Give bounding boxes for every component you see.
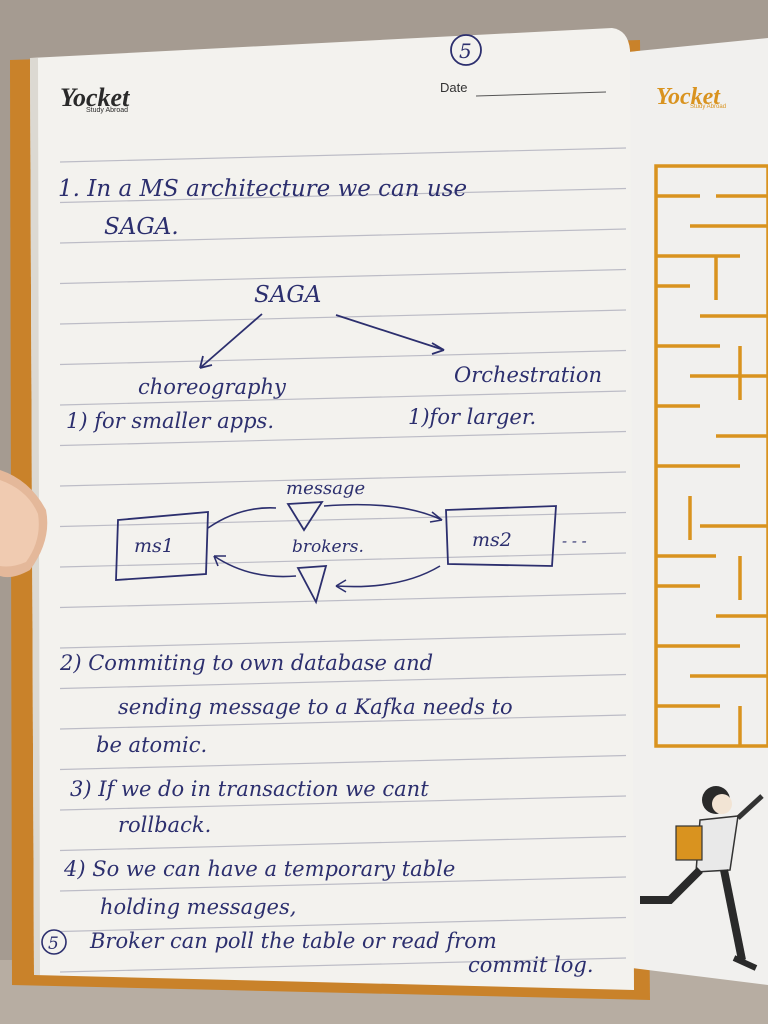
flow-ms1-to-broker — [207, 507, 277, 529]
note-larger: 1)for larger. — [408, 405, 536, 429]
note-5b: commit log. — [468, 953, 594, 977]
arrow-left-head — [199, 355, 213, 369]
note-line-1a: 1. In a MS architecture we can use — [58, 176, 467, 202]
ruled-lines — [59, 147, 627, 973]
right-logo: Yocket — [656, 84, 721, 110]
box-ms2-label: ms2 — [472, 529, 512, 551]
left-logo-sub: Study Abroad — [86, 107, 128, 114]
date-line — [475, 91, 607, 97]
broker-bottom-icon — [296, 565, 328, 605]
branch-orchestration: Orchestration — [454, 363, 602, 387]
arrow-left-branch — [199, 313, 263, 369]
note-smaller-apps: 1) for smaller apps. — [66, 409, 274, 433]
flow-head-ms2 — [429, 511, 443, 523]
flow-broker-to-ms2 — [323, 503, 443, 521]
note-5a: Broker can poll the table or read from — [89, 929, 497, 953]
page-number: 5 — [459, 39, 472, 63]
ruled-line — [59, 754, 627, 771]
ruled-line — [59, 835, 627, 852]
ruled-line — [59, 714, 627, 730]
ruled-line — [59, 592, 627, 609]
ruled-line — [59, 511, 627, 528]
ruled-line — [59, 349, 627, 366]
note-4b: holding messages, — [100, 895, 296, 919]
note-2b: sending message to a Kafka needs to — [118, 695, 513, 719]
ruled-line — [59, 957, 627, 973]
flow-broker-to-ms1 — [213, 555, 297, 578]
ruled-line — [59, 390, 627, 406]
arrow-right-branch — [335, 314, 445, 351]
running-person-illustration — [640, 786, 764, 971]
right-logo-sub: Study Abroad — [690, 104, 726, 110]
left-page — [30, 28, 634, 990]
note-line-1b: SAGA. — [104, 214, 179, 240]
box-ms1 — [115, 511, 209, 581]
ruled-line — [59, 147, 627, 163]
label-brokers: brokers. — [292, 537, 364, 557]
box-ms1-label: ms1 — [134, 535, 174, 557]
box-ms2 — [445, 505, 557, 567]
ruled-line — [59, 673, 627, 690]
note-2a: 2) Commiting to own database and — [59, 651, 433, 675]
maze-graphic — [654, 164, 768, 748]
note-5-circle — [41, 929, 67, 955]
note-2c: be atomic. — [96, 733, 207, 757]
ruled-line — [59, 795, 627, 811]
left-logo: Yocket — [60, 83, 130, 112]
page-number-circle — [450, 34, 482, 66]
arrow-right-head — [431, 342, 445, 355]
note-3b: rollback. — [118, 813, 211, 837]
note-4a: 4) So we can have a temporary table — [63, 857, 455, 881]
saga-root: SAGA — [254, 282, 321, 308]
continuation-dots: - - - — [562, 532, 587, 550]
note-3a: 3) If we do in transaction we cant — [70, 777, 429, 801]
label-message: message — [286, 478, 365, 499]
ruled-line — [59, 552, 627, 568]
ruled-line — [59, 876, 627, 892]
ruled-line — [59, 187, 627, 204]
broker-top-icon — [286, 500, 324, 532]
date-label: Date — [440, 80, 467, 95]
ruled-line — [59, 471, 627, 487]
ruled-line — [59, 268, 627, 285]
flow-head-broker — [335, 579, 347, 593]
ruled-line — [59, 916, 627, 933]
ruled-line — [59, 430, 627, 447]
fingernail-highlight — [0, 480, 39, 567]
ruled-line — [59, 633, 627, 649]
branch-choreography: choreography — [138, 375, 287, 399]
flow-ms2-to-broker — [335, 565, 441, 588]
ruled-line — [59, 228, 627, 244]
flow-head-ms1 — [213, 555, 226, 567]
right-page — [628, 38, 768, 985]
note-5-number: 5 — [48, 934, 59, 954]
